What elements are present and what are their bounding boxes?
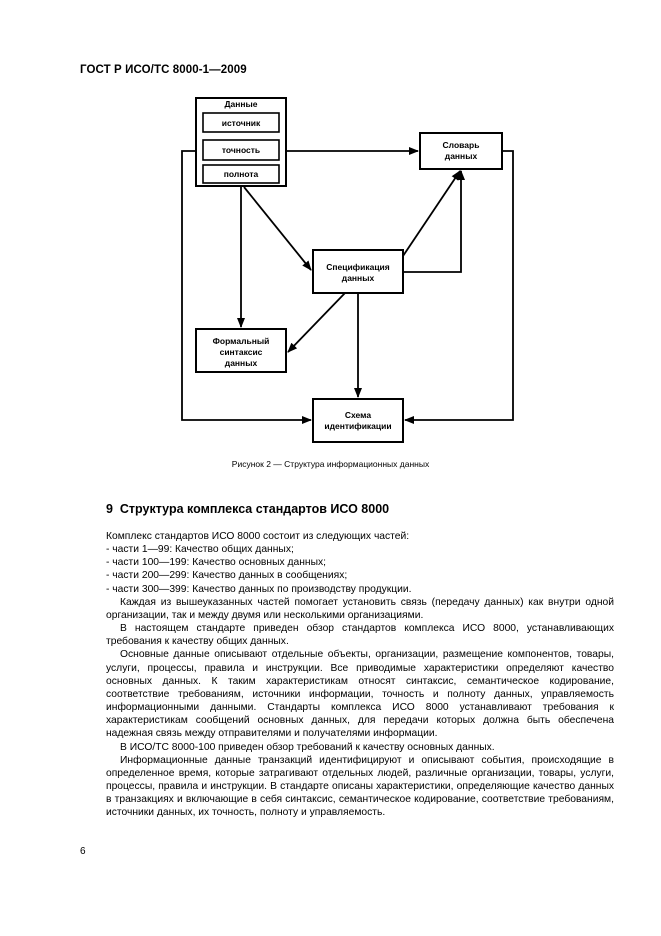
document-header: ГОСТ Р ИСО/ТС 8000-1—2009 xyxy=(80,64,247,76)
data-dictionary-box: Словарь данных xyxy=(419,132,503,170)
spec-line-1: Спецификация xyxy=(326,262,390,272)
paragraph: Каждая из вышеуказанных частей помогает … xyxy=(106,596,614,621)
dictionary-line-1: Словарь xyxy=(443,140,480,150)
section-number: 9 xyxy=(106,502,113,516)
formal-syntax-box: Формальный синтаксис данных xyxy=(195,328,287,373)
id-line-1: Схема xyxy=(345,410,371,420)
diagram-connectors xyxy=(181,147,514,424)
list-item: - части 300—399: Качество данных по прои… xyxy=(106,583,412,595)
arrow-dictionary-to-id xyxy=(404,150,514,424)
dictionary-line-2: данных xyxy=(445,151,478,161)
arrow-data-to-id xyxy=(181,150,312,424)
paragraph: Основные данные описывают отдельные объе… xyxy=(106,649,614,740)
identification-scheme-box: Схема идентификации xyxy=(312,398,404,443)
data-item-accuracy: точность xyxy=(222,145,260,155)
paragraph: Информационные данные транзакций идентиф… xyxy=(106,754,614,819)
data-item-completeness: полнота xyxy=(224,169,259,179)
list-item: - части 1—99: Качество общих данных; xyxy=(106,544,294,556)
arrow-spec-to-formal xyxy=(287,292,346,353)
data-box-title: Данные xyxy=(224,99,257,109)
list-item: - части 200—299: Качество данных в сообщ… xyxy=(106,570,348,582)
data-box: Данные источник точность полнота xyxy=(195,97,287,187)
data-item-source: источник xyxy=(222,118,261,128)
formal-line-3: данных xyxy=(225,358,258,368)
figure-caption: Рисунок 2 — Структура информационных дан… xyxy=(231,459,430,469)
section-heading: 9 Структура комплекса стандартов ИСО 800… xyxy=(106,502,389,516)
arrow-spec-to-dictionary-route xyxy=(403,170,465,273)
list-item: - части 100—199: Качество основных данны… xyxy=(106,557,327,569)
section-title: Структура комплекса стандартов ИСО 8000 xyxy=(119,502,390,516)
id-line-2: идентификации xyxy=(324,421,391,431)
data-specification-box: Спецификация данных xyxy=(312,249,404,294)
paragraph: В настоящем стандарте приведен обзор ста… xyxy=(106,623,614,648)
arrow-data-to-spec xyxy=(243,186,312,271)
page-number: 6 xyxy=(80,846,86,857)
body-text: Комплекс стандартов ИСО 8000 состоит из … xyxy=(106,530,614,819)
formal-line-1: Формальный xyxy=(213,336,270,346)
arrow-spec-to-dictionary xyxy=(402,170,461,257)
paragraph: В ИСО/ТС 8000-100 приведен обзор требова… xyxy=(120,741,495,753)
spec-line-2: данных xyxy=(342,273,375,283)
data-structure-diagram: Данные источник точность полнота Словарь… xyxy=(181,97,514,443)
intro-paragraph: Комплекс стандартов ИСО 8000 состоит из … xyxy=(106,531,410,542)
formal-line-2: синтаксис xyxy=(220,347,263,357)
